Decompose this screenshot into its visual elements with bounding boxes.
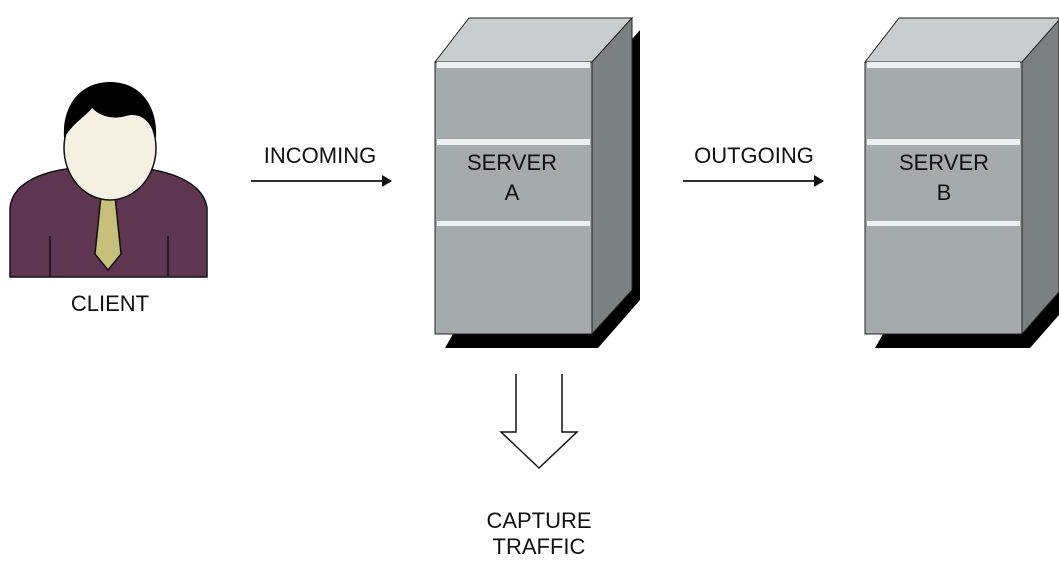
outgoing-arrow-icon (683, 175, 824, 187)
server-a-label: SERVER A (452, 148, 572, 208)
server-b-label-line2: B (936, 180, 952, 205)
hollow-arrow-down-icon (499, 370, 579, 470)
incoming-arrow-icon (251, 175, 392, 187)
server-b-icon (863, 17, 1059, 348)
capture-traffic-label: CAPTURE TRAFFIC (464, 508, 614, 560)
incoming-label: INCOMING (263, 143, 377, 168)
server-a-label-line1: SERVER (466, 150, 558, 175)
capture-label-line1: CAPTURE (486, 508, 592, 533)
person-icon (9, 82, 208, 278)
capture-label-line2: TRAFFIC (492, 534, 586, 559)
server-a-label-line2: A (504, 180, 520, 205)
outgoing-label: OUTGOING (694, 143, 814, 168)
server-b-label: SERVER B (884, 148, 1004, 208)
server-b-label-line1: SERVER (898, 150, 990, 175)
server-a-icon (433, 16, 640, 348)
client-label: CLIENT (70, 291, 150, 316)
